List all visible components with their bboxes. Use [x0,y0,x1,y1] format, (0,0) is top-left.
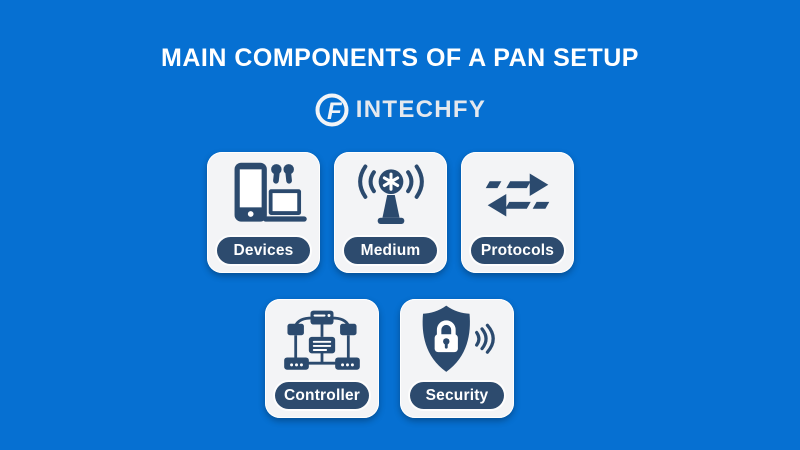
data-exchange-arrows-icon [485,172,549,217]
label-security: Security [410,382,504,409]
svg-text:F: F [327,98,343,125]
shield-lock-wireless-icon [422,305,495,372]
devices-icon [234,162,307,222]
label-devices: Devices [217,237,310,264]
card-protocols: Protocols [461,152,574,273]
label-protocols: Protocols [471,237,564,264]
brand-name: INTECHFY [355,96,487,123]
antenna-broadcast-icon [357,164,424,224]
label-medium: Medium [344,237,437,264]
brand-row: F INTECHFY [0,92,800,128]
card-security: Security [400,299,514,418]
page-title: MAIN COMPONENTS OF A PAN SETUP [161,44,639,72]
card-controller: Controller [265,299,379,418]
card-devices: Devices [207,152,320,273]
card-medium: Medium [334,152,447,273]
network-topology-icon [284,310,360,370]
intechfy-logo-icon: F [315,93,349,127]
label-controller: Controller [275,382,369,409]
